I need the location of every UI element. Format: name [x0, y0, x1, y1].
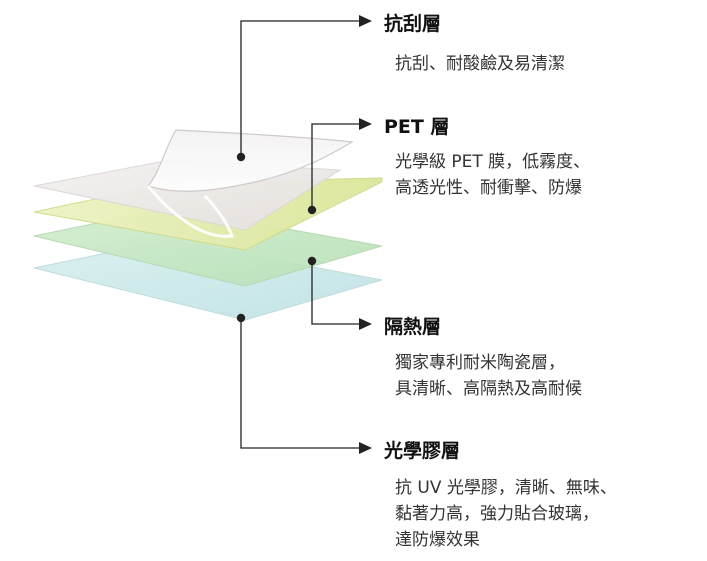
adhesive-layer-description: 抗 UV 光學膠，清晰、無味、 黏著力高，強力貼合玻璃， 達防爆效果 [395, 475, 617, 553]
heat-desc-line: 獨家專利耐米陶瓷層， [395, 353, 565, 373]
peel-curl-shape [146, 185, 235, 238]
heat-desc-line: 具清晰、高隔熱及高耐候 [395, 379, 582, 399]
adhesive-desc-line: 抗 UV 光學膠，清晰、無味、 [395, 478, 617, 498]
peel-corner-shape [146, 129, 354, 192]
adhesive-layer-title: 光學膠層 [384, 440, 461, 462]
scratch-desc-line: 抗刮、耐酸鹼及易清潔 [395, 54, 565, 74]
pet-desc-line: 光學級 PET 膜，低霧度、 [395, 152, 591, 172]
connector-pet [311, 123, 360, 210]
arrow-pet-icon [359, 118, 372, 130]
pet-layer-description: 光學級 PET 膜，低霧度、 高透光性、耐衝擊、防爆 [395, 149, 590, 201]
dot-heat [307, 256, 317, 266]
dot-scratch [236, 152, 246, 162]
arrow-adhesive-icon [359, 442, 372, 454]
heat-layer-description: 獨家專利耐米陶瓷層， 具清晰、高隔熱及高耐候 [395, 350, 582, 402]
connector-adhesive [240, 318, 360, 449]
dot-pet [307, 205, 317, 215]
connector-scratch [240, 20, 360, 157]
arrow-heat-icon [359, 318, 372, 330]
scratch-layer-description: 抗刮、耐酸鹼及易清潔 [395, 51, 565, 77]
pet-desc-line: 高透光性、耐衝擊、防爆 [395, 178, 582, 198]
dot-adhesive [236, 313, 246, 323]
adhesive-desc-line: 達防爆效果 [395, 530, 480, 550]
adhesive-desc-line: 黏著力高，強力貼合玻璃， [395, 504, 599, 524]
connector-heat [311, 261, 360, 325]
scratch-layer-title: 抗刮層 [384, 13, 442, 35]
arrow-scratch-icon [359, 15, 372, 27]
pet-layer-title: PET 層 [384, 116, 450, 138]
heat-layer-title: 隔熱層 [384, 316, 442, 338]
